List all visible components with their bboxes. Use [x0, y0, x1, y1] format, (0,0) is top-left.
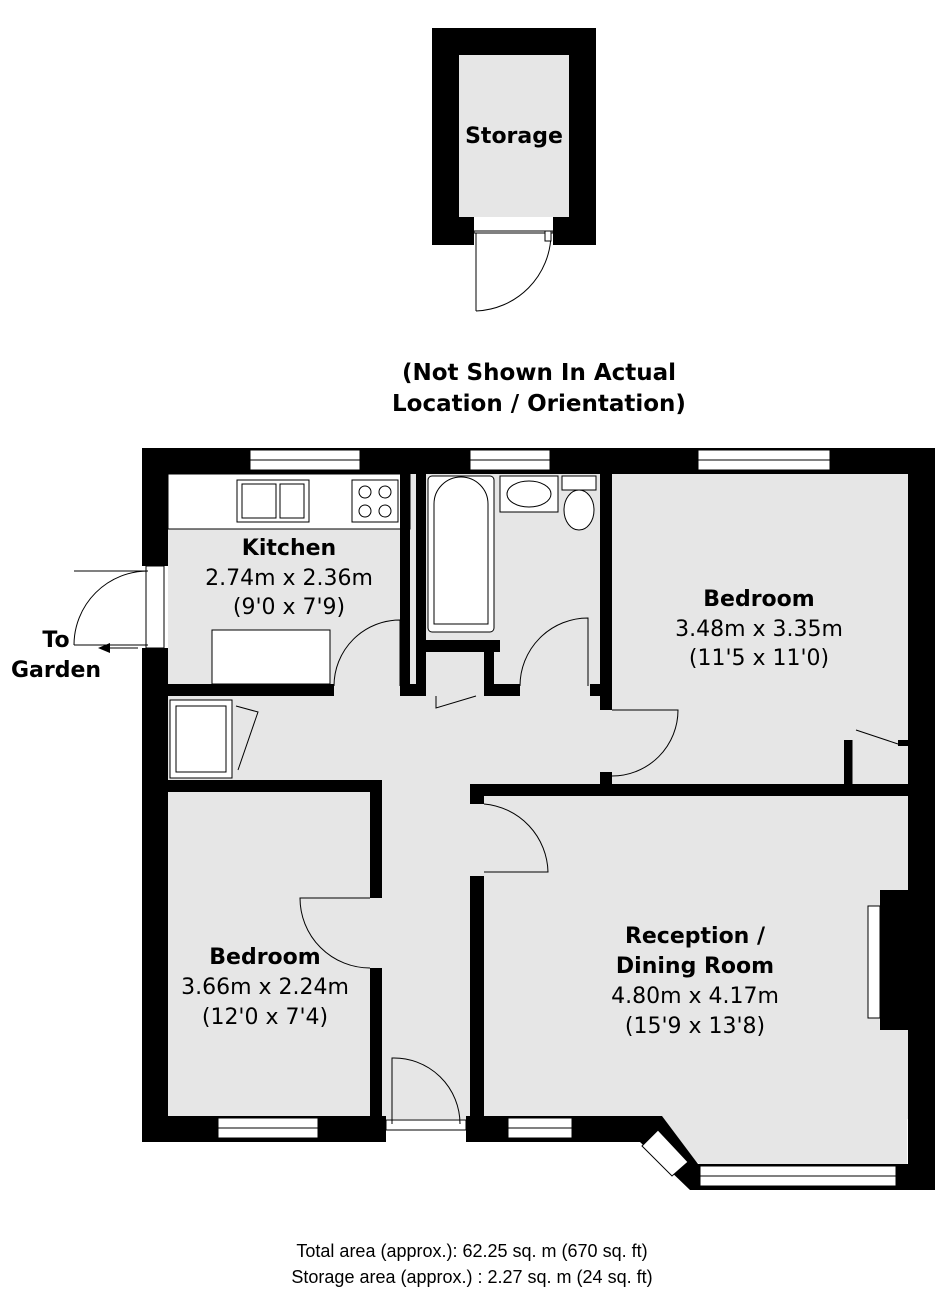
kitchen-imperial: (9'0 x 7'9): [233, 595, 345, 620]
garden-arrow-icon: [98, 643, 138, 653]
garden-label-line1: To: [42, 628, 69, 653]
reception-name-line2: Dining Room: [616, 954, 774, 979]
reception-metric: 4.80m x 4.17m: [611, 984, 779, 1009]
garden-door: [73, 570, 149, 646]
storage-area: Storage area (approx.) : 2.27 sq. m (24 …: [291, 1267, 652, 1287]
storage-building: Storage: [432, 28, 596, 312]
total-area: Total area (approx.): 62.25 sq. m (670 s…: [296, 1241, 647, 1261]
reception-imperial: (15'9 x 13'8): [625, 1014, 765, 1039]
storage-label: Storage: [465, 124, 563, 149]
bedroom-left-door: [299, 897, 371, 969]
kitchen-hob: [351, 479, 399, 523]
bedroom-right-metric: 3.48m x 3.35m: [675, 617, 843, 642]
kitchen-sink: [236, 479, 310, 523]
kitchen-metric: 2.74m x 2.36m: [205, 566, 373, 591]
bathroom-door: [519, 617, 589, 687]
bedroom-left-name: Bedroom: [209, 945, 320, 970]
kitchen-name: Kitchen: [242, 536, 336, 561]
toilet: [561, 475, 597, 531]
front-door: [385, 1057, 467, 1131]
reception-name-line1: Reception /: [625, 924, 766, 949]
reception-bay-side-window: [641, 1129, 689, 1177]
bedroom-left-metric: 3.66m x 2.24m: [181, 975, 349, 1000]
kitchen-door: [333, 619, 401, 687]
airing-cupboard-door: [435, 695, 477, 709]
bedroom-right-name: Bedroom: [703, 587, 814, 612]
reception-door: [483, 803, 549, 873]
orientation-note-line2: Location / Orientation): [392, 391, 686, 417]
main-floor: [73, 448, 935, 1190]
garden-label-line2: Garden: [11, 658, 101, 683]
orientation-note-line1: (Not Shown In Actual: [402, 360, 676, 386]
bedroom-right-door: [611, 709, 679, 777]
bathroom-basin: [499, 475, 559, 513]
bathtub: [427, 475, 495, 633]
hall-cupboard: [169, 699, 233, 779]
bedroom-right-imperial: (11'5 x 11'0): [689, 646, 829, 671]
bedroom-left-imperial: (12'0 x 7'4): [202, 1005, 328, 1030]
storage-door: [475, 230, 552, 312]
wardrobe-door: [851, 729, 899, 784]
kitchen-table: [211, 629, 331, 685]
